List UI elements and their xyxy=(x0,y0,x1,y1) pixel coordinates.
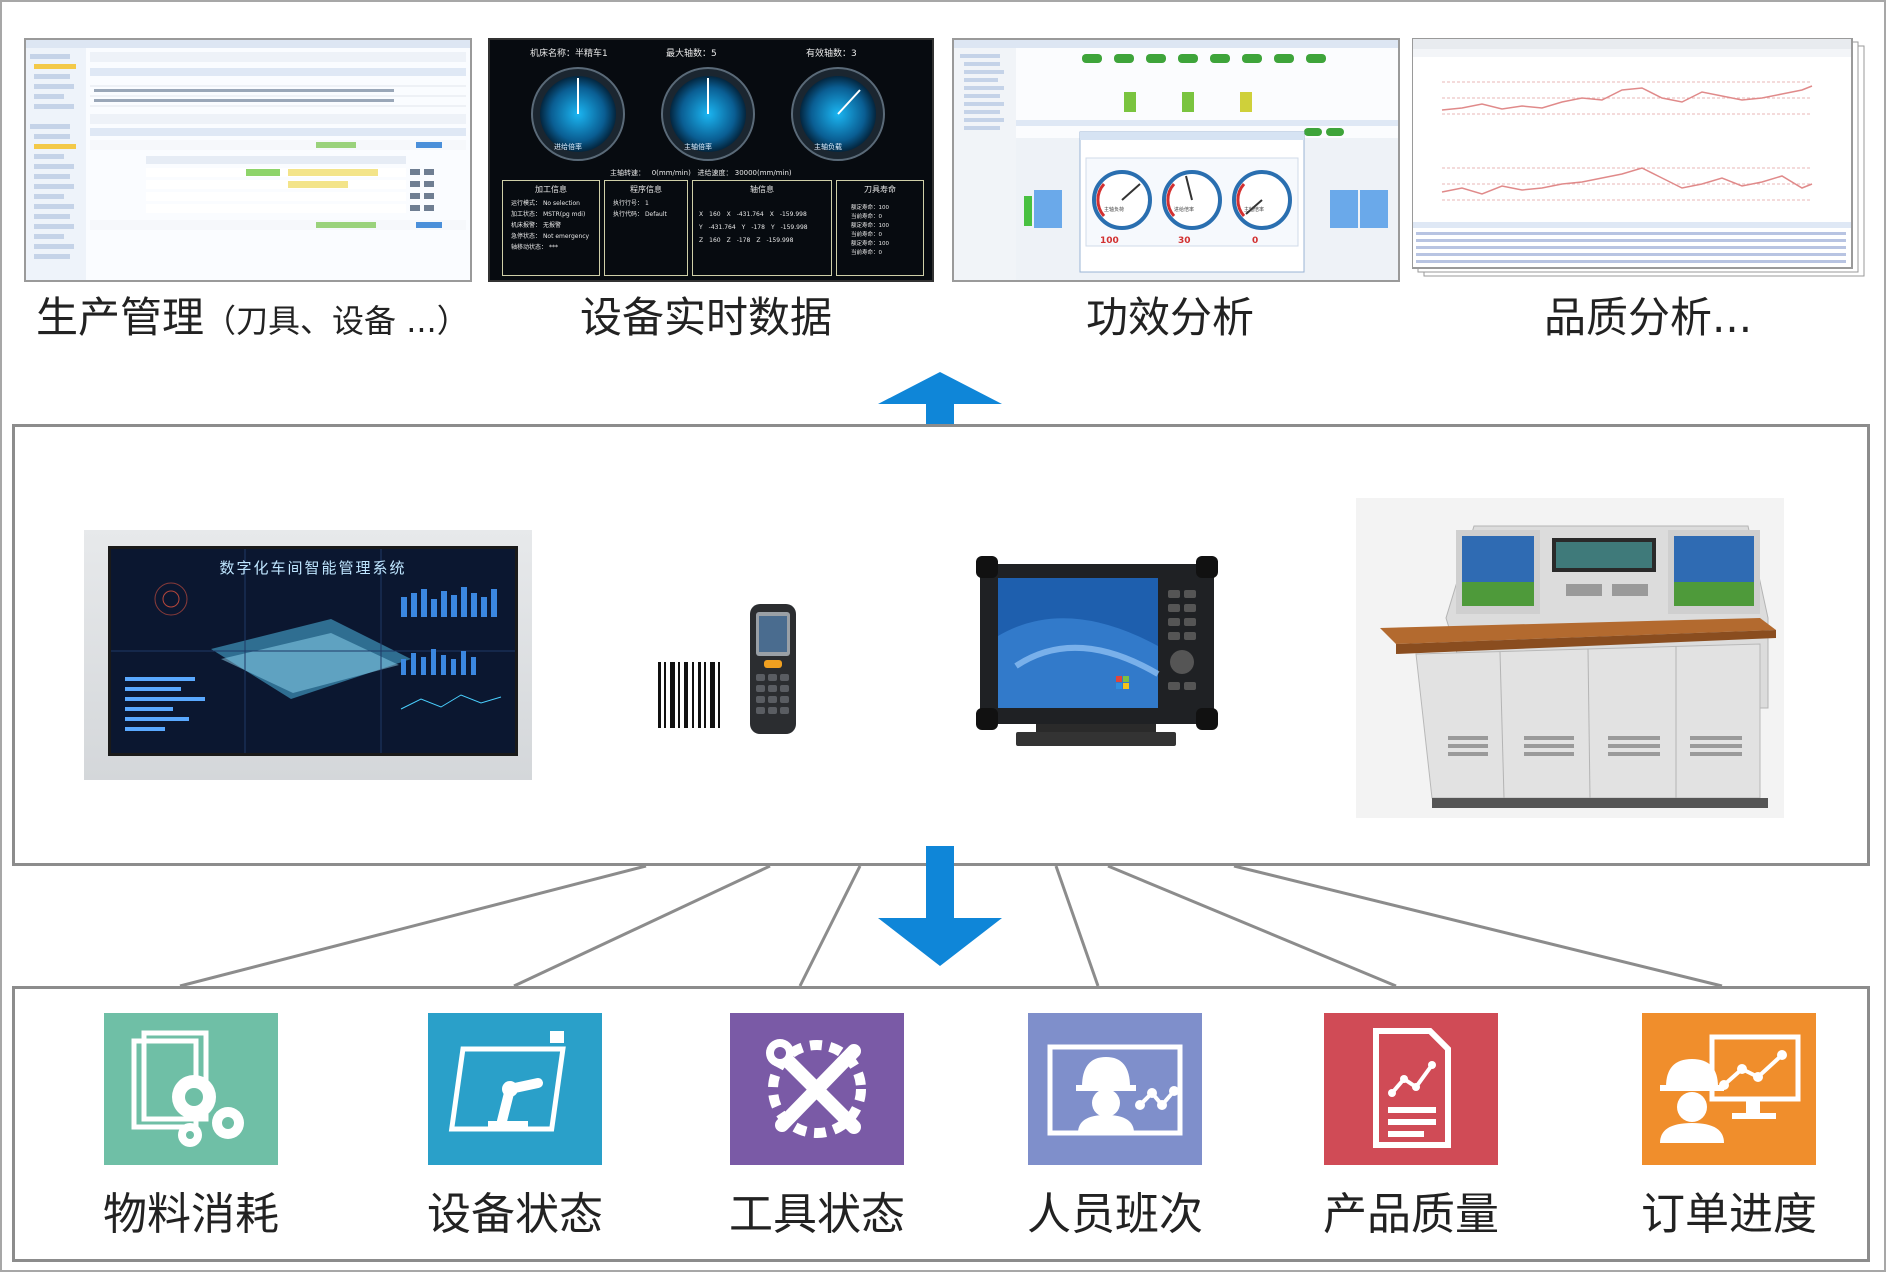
speed-readout: 主轴转速： 0(mm/min) 进给速度： 30000(mm/min) xyxy=(610,169,792,177)
tile-equipment-status xyxy=(428,1013,602,1165)
production-management-screenshot xyxy=(24,38,472,282)
connector-lines xyxy=(179,864,1723,988)
process-info-box: 加工信息 运行模式： No selection 加工状态： MSTR(pg md… xyxy=(502,180,600,276)
worker-shift-icon xyxy=(1028,1013,1202,1165)
gauge-label-2: 主轴倍率 xyxy=(684,143,712,151)
module-label-efficiency: 功效分析 xyxy=(1086,293,1255,342)
order-progress-icon xyxy=(1642,1013,1816,1165)
robot-arm-icon xyxy=(428,1013,602,1165)
gauge-caption-3: 主轴倍率 xyxy=(1244,207,1265,213)
tile-product-quality xyxy=(1324,1013,1498,1165)
tile-label-order-progress: 订单进度 xyxy=(1641,1189,1817,1240)
device-realtime-screenshot: 机床名称：半精车1 最大轴数：5 有效轴数：3 进给倍率 主轴倍率 主轴负载 主… xyxy=(488,38,934,282)
tile-material-consumption xyxy=(104,1013,278,1165)
wall-display-image: 数字化车间智能管理系统 xyxy=(84,530,532,780)
gauge-label-3: 主轴负载 xyxy=(814,143,842,151)
gauge-caption-1: 主轴负荷 xyxy=(1104,207,1125,213)
efficiency-analysis-screenshot: 100 30 0 主轴负荷 进给倍率 主轴倍率 xyxy=(952,38,1400,282)
tile-label-product-quality: 产品质量 xyxy=(1323,1189,1499,1240)
tools-wrench-icon xyxy=(730,1013,904,1165)
gauge-caption-2: 进给倍率 xyxy=(1174,207,1195,213)
tile-label-tool-status: 工具状态 xyxy=(729,1189,905,1240)
console-graphic xyxy=(1380,525,1776,808)
arrow-down-icon xyxy=(878,846,1002,966)
module-label-quality: 品质分析... xyxy=(1544,293,1753,342)
gauge-3 xyxy=(791,67,885,161)
production-table-graphic xyxy=(26,40,470,280)
tile-label-equipment-status: 设备状态 xyxy=(427,1189,603,1240)
module-label-device-data: 设备实时数据 xyxy=(580,293,833,342)
barcode-scanner-image xyxy=(658,604,796,734)
data-collection-panel xyxy=(12,986,1870,1262)
control-console-image xyxy=(1356,498,1784,818)
efficiency-graphic xyxy=(954,40,1398,280)
gauge-row xyxy=(531,67,885,161)
gauge-value-1: 100 xyxy=(1100,236,1119,246)
gauge-value-3: 0 xyxy=(1252,236,1259,246)
gauge-label-1: 进给倍率 xyxy=(554,143,582,151)
tile-tool-status xyxy=(730,1013,904,1165)
quality-report-icon xyxy=(1324,1013,1498,1165)
rugged-tablet-image xyxy=(976,556,1218,746)
arrow-up-icon xyxy=(878,372,1002,448)
quality-analysis-screenshot xyxy=(1412,38,1868,278)
gauge-1 xyxy=(531,67,625,161)
device-header: 机床名称：半精车1 最大轴数：5 有效轴数：3 xyxy=(530,49,857,59)
tile-order-progress xyxy=(1642,1013,1816,1165)
tile-label-personnel-shift: 人员班次 xyxy=(1027,1189,1203,1240)
quality-graphic xyxy=(1412,38,1865,277)
materials-gears-icon xyxy=(104,1013,278,1165)
bigscreen-title: 数字化车间智能管理系统 xyxy=(219,559,407,577)
tile-label-material-consumption: 物料消耗 xyxy=(103,1189,279,1240)
bigscreen-graphic xyxy=(111,549,515,753)
module-label-production: 生产管理（刀具、设备 ...） xyxy=(36,293,469,342)
gauge-value-2: 30 xyxy=(1178,236,1191,246)
program-info-box: 程序信息 执行行号： 1 执行代码： Default xyxy=(604,180,688,276)
gauge-2 xyxy=(661,67,755,161)
tile-personnel-shift xyxy=(1028,1013,1202,1165)
wall-display-screen: 数字化车间智能管理系统 xyxy=(108,546,518,756)
